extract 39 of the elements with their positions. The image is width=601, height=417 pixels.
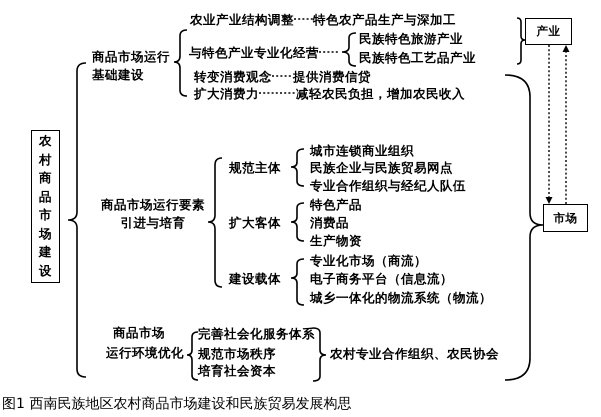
item-label: 农业产业结构调整: [190, 12, 294, 26]
figure-caption: 图1 西南民族地区农村商品市场建设和民族贸易发展构思: [2, 396, 352, 412]
category-label: 商品市场运行基础建设: [92, 48, 172, 84]
subcategory-label: 扩大客体: [229, 214, 281, 230]
dashed-arrow: [546, 45, 552, 204]
item-label: 减轻农民负担，增加农民收入: [296, 86, 465, 100]
item-label: 生产物资: [310, 232, 362, 248]
item-label: 农村专业合作组织、农民协会: [330, 346, 499, 360]
subcategory-label: 建设载体: [229, 270, 281, 286]
concept-box: 产业: [525, 18, 572, 45]
item-label: 民族企业与民族贸易网点: [310, 160, 453, 174]
item-label: 电子商务平台（信息流）: [310, 270, 453, 286]
dashed-arrow: [562, 45, 570, 204]
item-label: 与特色产业专业化经营: [189, 44, 319, 60]
concept-box: 市场: [543, 204, 588, 232]
dotted-leader-line: [259, 92, 296, 94]
category-label: 商品市场运行环境优化: [106, 323, 190, 363]
item-label: 城市连锁商业组织: [310, 142, 414, 158]
item-label: 转变消费观念: [194, 68, 272, 84]
dotted-leader-line: [319, 51, 340, 53]
item-label: 完善社会化服务体系: [198, 326, 315, 340]
item-label: 特色产品: [310, 196, 362, 212]
item-label: 培育社会资本: [198, 362, 276, 378]
category-label: 商品市场运行要素引进与培育: [99, 196, 207, 232]
item-label: 民族特色工艺品产业: [359, 50, 476, 64]
item-label: 规范市场秩序: [198, 346, 276, 360]
subcategory-label: 规范主体: [229, 160, 281, 174]
item-label: 扩大消费力: [194, 86, 259, 100]
item-label: 城乡一体化的物流系统（物流）: [310, 290, 492, 304]
title-box: 农村商品市场建设: [31, 130, 60, 283]
item-label: 民族特色旅游产业: [359, 30, 463, 46]
item-label: 专业合作组织与经纪人队伍: [310, 178, 466, 192]
dotted-leader-line: [294, 18, 313, 20]
curly-brace: [340, 32, 356, 68]
item-label: 消费品: [310, 214, 349, 230]
item-label: 特色农产品生产与深加工: [313, 12, 456, 26]
item-label: 提供消费信贷: [293, 68, 371, 84]
dotted-leader-line: [272, 75, 293, 77]
item-label: 专业化市场（商流）: [310, 252, 427, 268]
